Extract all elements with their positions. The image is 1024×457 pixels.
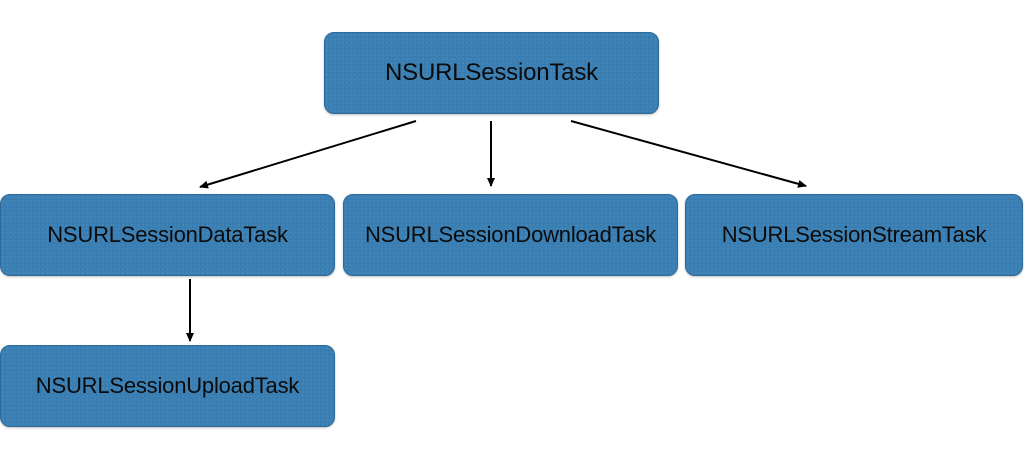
node-label: NSURLSessionTask	[385, 59, 598, 86]
node-label: NSURLSessionDataTask	[47, 222, 288, 247]
node-label: NSURLSessionStreamTask	[721, 222, 987, 247]
node-label: NSURLSessionDownloadTask	[364, 222, 657, 247]
node-nsurlsessionuploadtask: NSURLSessionUploadTask	[0, 345, 335, 427]
node-nsurlsessiondatatask: NSURLSessionDataTask	[0, 194, 335, 276]
arrow-root-to-data-task	[199, 120, 417, 189]
node-nsurlsessionstreamtask: NSURLSessionStreamTask	[685, 194, 1023, 276]
node-nsurlsessiontask: NSURLSessionTask	[324, 32, 659, 114]
node-nsurlsessiondownloadtask: NSURLSessionDownloadTask	[343, 194, 678, 276]
arrow-root-to-stream-task	[570, 120, 807, 188]
node-label: NSURLSessionUploadTask	[35, 373, 300, 398]
